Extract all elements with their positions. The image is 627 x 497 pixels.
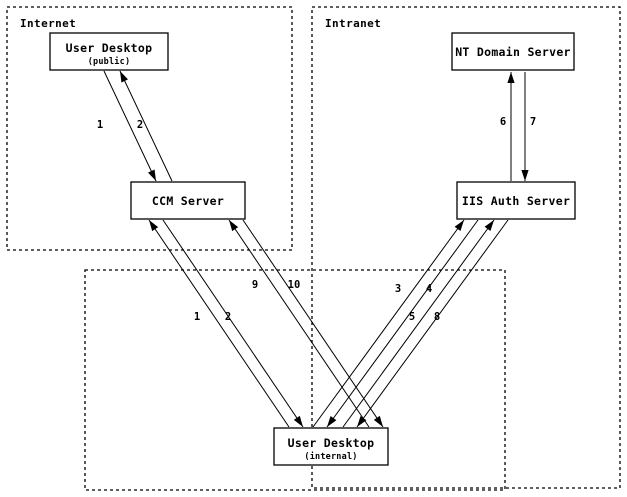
edge-label-e10: 10 xyxy=(288,279,301,291)
edge-line-e2b xyxy=(162,219,304,428)
edge-label-e2: 2 xyxy=(137,119,143,131)
zone-label-internet: Internet xyxy=(20,17,76,30)
zones-layer: Internet Intranet xyxy=(6,6,621,491)
node-user-desktop-public: User Desktop(public) xyxy=(49,32,169,71)
edge-label-e8: 8 xyxy=(434,311,440,323)
edge-arrowhead-e10 xyxy=(373,415,383,427)
edge-line-e9 xyxy=(228,219,370,428)
edge-label-e1b: 1 xyxy=(194,311,200,323)
zone-boundary-intranet xyxy=(311,6,621,489)
edge-arrowhead-e7 xyxy=(521,170,529,181)
node-title-iis-auth-server: IIS Auth Server xyxy=(462,194,570,208)
edge-arrowhead-e5 xyxy=(484,220,494,232)
edge-arrowhead-e9 xyxy=(229,220,239,232)
edge-label-e5: 5 xyxy=(409,311,415,323)
edge-arrowhead-e1b xyxy=(149,220,159,232)
node-box-iis-auth-server xyxy=(456,181,576,220)
node-nt-domain-server: NT Domain Server xyxy=(451,32,575,71)
edge-line-e4 xyxy=(326,219,479,428)
edge-label-e4: 4 xyxy=(426,283,432,295)
node-title-ccm-server: CCM Server xyxy=(152,194,224,208)
node-subtitle-user-desktop-internal: (internal) xyxy=(304,451,357,462)
edge-arrowhead-e6 xyxy=(507,72,515,83)
edge-arrowhead-e2b xyxy=(293,415,303,427)
edge-label-e2b: 2 xyxy=(225,311,231,323)
node-iis-auth-server: IIS Auth Server xyxy=(456,181,576,220)
node-user-desktop-internal: User Desktop(internal) xyxy=(273,427,389,466)
node-ccm-server: CCM Server xyxy=(130,181,246,220)
node-title-user-desktop-public: User Desktop xyxy=(66,41,153,55)
edge-line-e2 xyxy=(119,70,173,182)
edge-arrowhead-e8 xyxy=(357,415,367,427)
zone-boundary-internal xyxy=(84,269,506,491)
node-box-user-desktop-public xyxy=(49,32,169,71)
edge-arrowhead-e4 xyxy=(327,415,337,427)
node-subtitle-user-desktop-public: (public) xyxy=(88,56,131,67)
edge-label-e9: 9 xyxy=(252,279,258,291)
edge-line-e10 xyxy=(242,219,384,428)
node-box-user-desktop-internal xyxy=(273,427,389,466)
edges-layer xyxy=(103,70,529,428)
node-box-ccm-server xyxy=(130,181,246,220)
zone-label-intranet: Intranet xyxy=(325,17,381,30)
edge-label-e1: 1 xyxy=(97,119,103,131)
edge-line-e1 xyxy=(103,70,157,182)
node-title-user-desktop-internal: User Desktop xyxy=(288,436,375,450)
edge-label-e6: 6 xyxy=(500,116,506,128)
edge-arrowhead-e1 xyxy=(148,169,156,181)
edge-label-e3: 3 xyxy=(395,283,401,295)
edge-line-e5 xyxy=(342,219,495,428)
edge-labels-layer: 1 2 1 2 9 10 3 4 5 8 6 7 xyxy=(97,116,536,323)
edge-line-e3 xyxy=(312,219,465,428)
edge-arrowhead-e2 xyxy=(120,71,128,83)
edge-line-e8 xyxy=(356,219,509,428)
edge-arrowhead-e3 xyxy=(454,220,464,232)
node-box-nt-domain-server xyxy=(451,32,575,71)
edge-label-e7: 7 xyxy=(530,116,536,128)
node-title-nt-domain-server: NT Domain Server xyxy=(455,45,571,59)
edge-line-e1b xyxy=(148,219,290,428)
